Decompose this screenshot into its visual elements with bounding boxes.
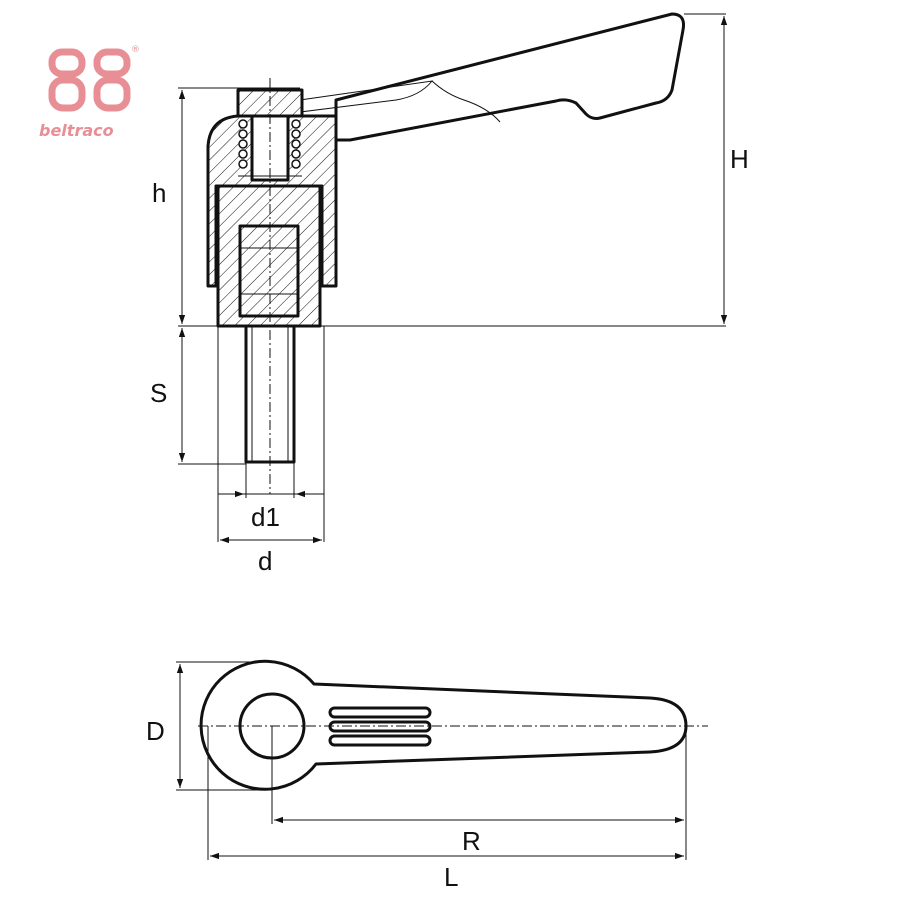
top-view — [198, 659, 708, 791]
dim-R-label: R — [462, 826, 481, 856]
lever-break-line — [431, 80, 501, 123]
dim-h-label: h — [152, 178, 166, 208]
dim-d1-label: d1 — [251, 502, 280, 532]
grip-slots — [328, 706, 432, 747]
lever-section-hatch — [299, 80, 434, 113]
registered-mark: ® — [131, 45, 140, 55]
spring-coils — [238, 119, 301, 169]
sleeve-bore — [238, 224, 300, 318]
dim-D-label: D — [146, 716, 165, 746]
logo-mark-icon — [48, 48, 131, 112]
lever-arm — [334, 12, 685, 142]
dim-d-label: d — [258, 546, 272, 576]
top-view-dimensions: D R L — [146, 661, 687, 892]
dim-s-label: S — [150, 378, 167, 408]
logo-wordmark: beltraco — [39, 121, 114, 140]
beltraco-logo: ® beltraco — [39, 45, 140, 140]
side-view-dimensions: h S H d1 d — [150, 13, 749, 576]
dim-H-label: H — [730, 144, 749, 174]
dim-L-label: L — [444, 862, 458, 892]
side-view — [206, 12, 685, 494]
